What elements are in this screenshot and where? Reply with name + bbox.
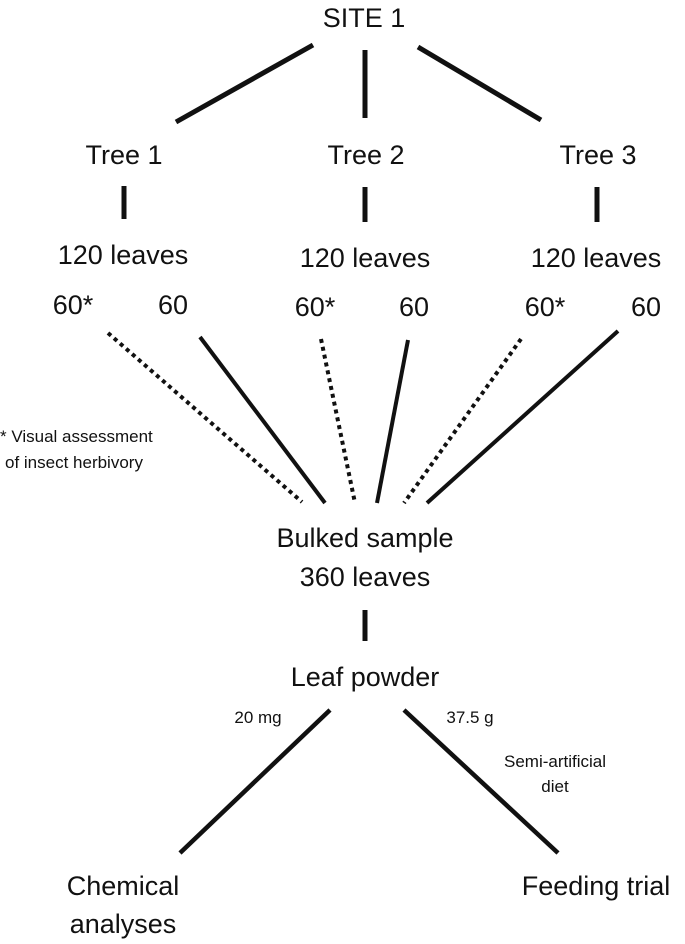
bulked-sample-title: Bulked sample: [276, 522, 454, 553]
feeding-trial-label: Feeding trial: [521, 870, 671, 901]
edge-tree2-assessed-dotted: [319, 338, 357, 504]
feeding-note-line-2: diet: [541, 776, 569, 796]
edge-tree3-assessed-dotted: [402, 337, 523, 505]
tree-1-leaves: 120 leaves: [57, 239, 189, 270]
tree-2-other-count: 60: [398, 291, 430, 322]
chemical-amount: 20 mg: [234, 707, 282, 727]
edge-powder-chemical: [178, 708, 332, 855]
tree-3-leaves: 120 leaves: [530, 242, 662, 273]
tree-3-label: Tree 3: [559, 139, 637, 170]
tree-2-leaves: 120 leaves: [299, 242, 431, 273]
footnote-line-1: * Visual assessment: [0, 426, 153, 446]
footnote-line-2: of insect herbivory: [5, 452, 143, 472]
edge-tree1-assessed-dotted: [106, 331, 304, 504]
bulked-sample-count: 360 leaves: [299, 561, 431, 592]
edge-site-tree1: [174, 42, 315, 125]
feeding-note-line-1: Semi-artificial: [503, 751, 607, 771]
site-label: SITE 1: [322, 2, 406, 33]
edge-site-tree3: [416, 44, 543, 123]
tree-1-label: Tree 1: [85, 139, 163, 170]
tree-1-other-count: 60: [157, 289, 189, 320]
feeding-amount: 37.5 g: [446, 707, 494, 727]
tree-2-label: Tree 2: [327, 139, 405, 170]
tree-3-assessed-count: 60*: [524, 291, 566, 322]
edge-tree2-other-solid: [375, 339, 410, 504]
edge-tree3-other-solid: [425, 329, 620, 505]
chemical-analyses-line-2: analyses: [69, 908, 177, 939]
tree-2-assessed-count: 60*: [294, 291, 336, 322]
tree-3-other-count: 60: [630, 291, 662, 322]
tree-1-assessed-count: 60*: [52, 289, 94, 320]
chemical-analyses-line-1: Chemical: [66, 870, 180, 901]
edge-powder-feeding: [402, 708, 560, 855]
leaf-powder-label: Leaf powder: [290, 661, 440, 692]
edge-tree1-other-solid: [198, 335, 327, 505]
